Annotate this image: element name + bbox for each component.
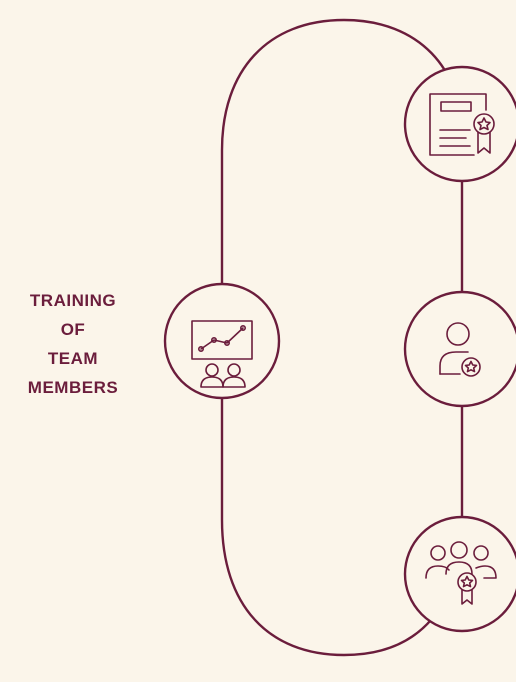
title-line-2: OF	[60, 320, 86, 339]
team-award-icon	[425, 541, 497, 605]
training-node	[163, 282, 281, 400]
presentation-board-icon	[191, 320, 253, 388]
title-line-3: TEAM	[47, 349, 99, 368]
loop-track	[220, 18, 464, 657]
diagram-title: TRAINING OF TEAM MEMBERS	[0, 286, 146, 402]
person-award-node	[403, 290, 516, 408]
team-award-node	[403, 515, 516, 633]
certificate-icon	[429, 93, 495, 156]
person-award-icon	[439, 322, 481, 377]
certificate-node	[403, 65, 516, 183]
title-line-1: TRAINING	[29, 291, 117, 310]
title-line-4: MEMBERS	[27, 378, 119, 397]
